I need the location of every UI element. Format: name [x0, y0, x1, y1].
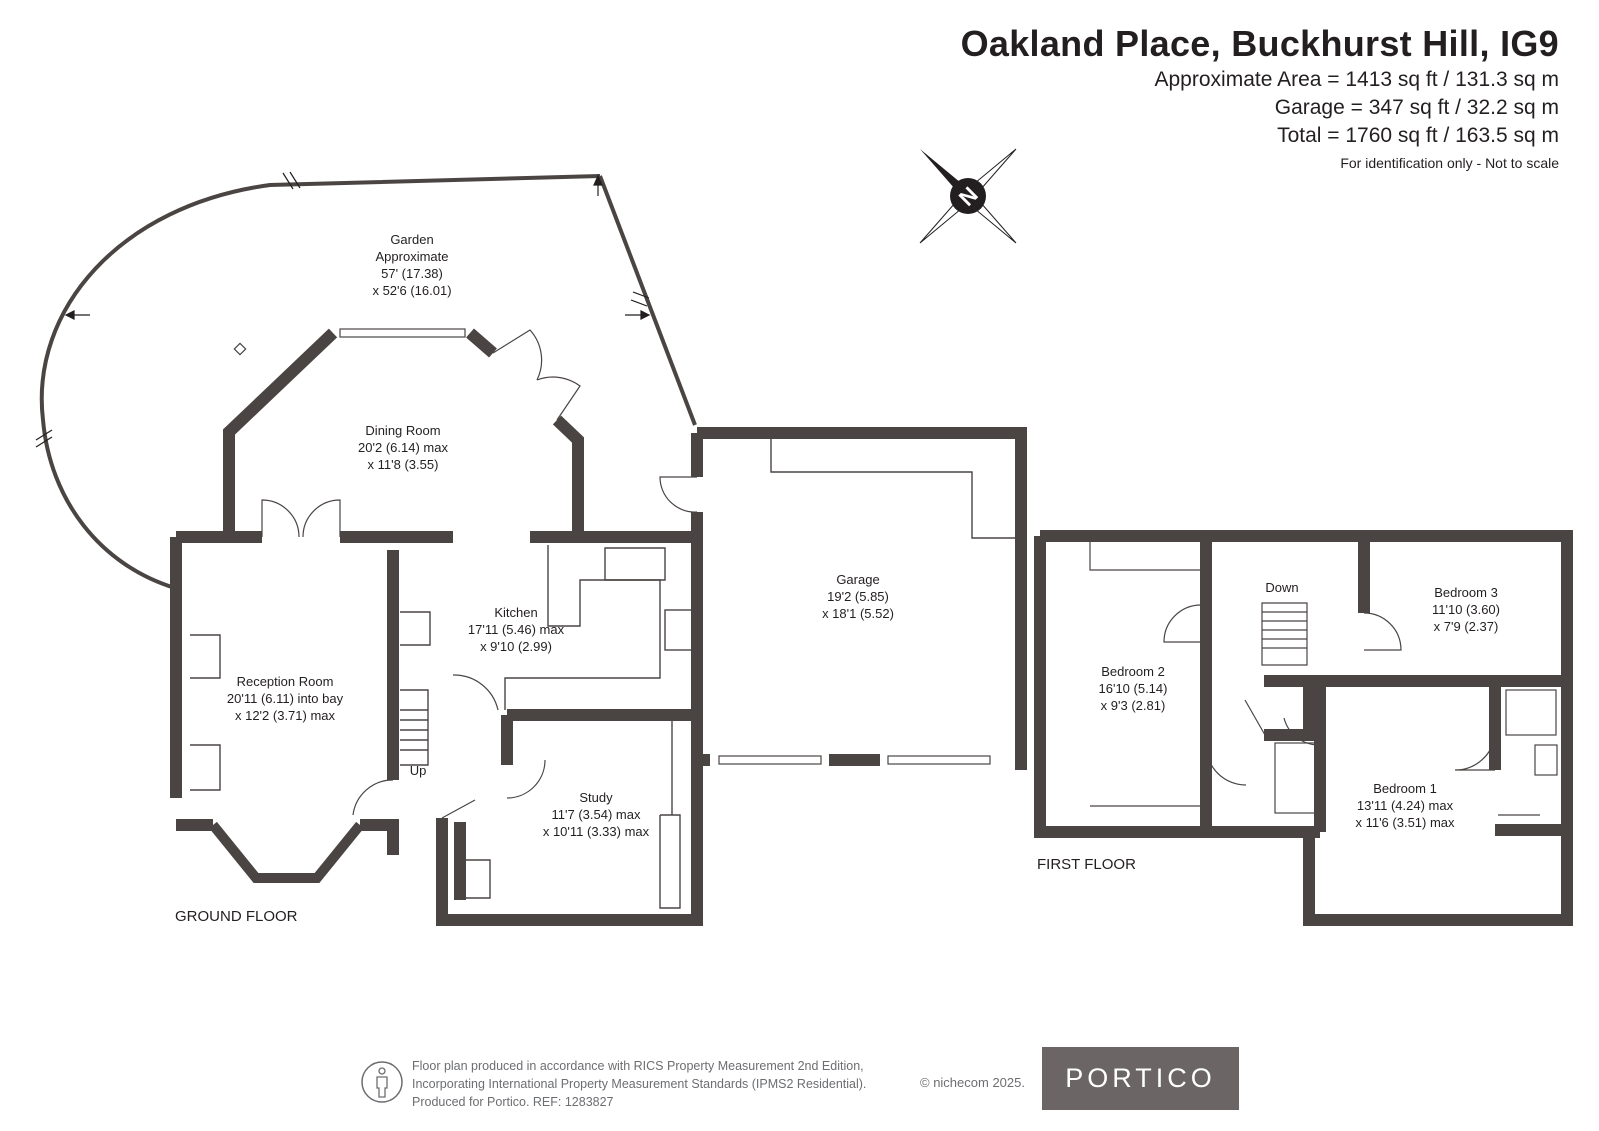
svg-text:x 9'3 (2.81): x 9'3 (2.81) [1101, 698, 1166, 713]
first-floor-walls [1034, 530, 1573, 926]
boundary-ticks [35, 171, 650, 448]
first-floor-label: FIRST FLOOR [1037, 856, 1136, 873]
windows [233, 328, 991, 925]
property-header: Oakland Place, Buckhurst Hill, IG9 Appro… [961, 22, 1559, 174]
svg-text:Approximate: Approximate [376, 249, 449, 264]
svg-text:17'11 (5.46) max: 17'11 (5.46) max [468, 622, 565, 637]
doors [261, 329, 698, 819]
svg-text:x 18'1 (5.52): x 18'1 (5.52) [822, 606, 894, 621]
footer-notes: Floor plan produced in accordance with R… [412, 1057, 866, 1111]
stairs-up-label: Up [410, 763, 427, 778]
room-bedroom3-label: Bedroom 3 11'10 (3.60) x 7'9 (2.37) [1432, 585, 1500, 634]
garage-area: Garage = 347 sq ft / 32.2 sq m [1274, 96, 1559, 119]
svg-text:x 12'2 (3.71) max: x 12'2 (3.71) max [235, 708, 336, 723]
footer-line: Produced for Portico. REF: 1283827 [412, 1095, 614, 1109]
footer-line: Incorporating International Property Mea… [412, 1077, 867, 1091]
room-bedroom2-label: Bedroom 2 16'10 (5.14) x 9'3 (2.81) [1099, 664, 1168, 713]
copyright: © nichecom 2025. [920, 1075, 1025, 1090]
ground-floor-fittings [190, 437, 1017, 909]
svg-text:Dining Room: Dining Room [365, 423, 440, 438]
svg-text:Bedroom 3: Bedroom 3 [1434, 585, 1498, 600]
compass-rose-icon: N [919, 148, 1017, 244]
first-floor-fittings [1089, 531, 1558, 925]
svg-text:Bedroom 1: Bedroom 1 [1373, 781, 1437, 796]
svg-text:Bedroom 2: Bedroom 2 [1101, 664, 1165, 679]
ground-floor-walls [170, 328, 1027, 926]
rics-person-icon [361, 1061, 403, 1103]
disclaimer: For identification only - Not to scale [1340, 155, 1559, 171]
svg-text:Kitchen: Kitchen [494, 605, 537, 620]
first-floor-doors [1163, 604, 1496, 786]
stairs-down-label: Down [1265, 580, 1298, 595]
svg-text:Garage: Garage [836, 572, 879, 587]
svg-text:Reception Room: Reception Room [237, 674, 334, 689]
svg-text:20'11 (6.11) into bay: 20'11 (6.11) into bay [227, 691, 344, 706]
svg-text:11'7 (3.54) max: 11'7 (3.54) max [552, 807, 641, 822]
room-reception-label: Reception Room 20'11 (6.11) into bay x 1… [227, 674, 344, 723]
svg-text:57' (17.38): 57' (17.38) [381, 266, 443, 281]
bay-window [209, 821, 364, 883]
footer-line: Floor plan produced in accordance with R… [412, 1059, 864, 1073]
svg-text:x 9'10 (2.99): x 9'10 (2.99) [480, 639, 552, 654]
garden-arrows [64, 174, 651, 320]
room-kitchen-label: Kitchen 17'11 (5.46) max x 9'10 (2.99) [468, 605, 565, 654]
svg-text:13'11 (4.24) max: 13'11 (4.24) max [1357, 798, 1454, 813]
portico-logo: PORTICO [1042, 1047, 1239, 1110]
svg-text:x 7'9 (2.37): x 7'9 (2.37) [1434, 619, 1499, 634]
total-area: Total = 1760 sq ft / 163.5 sq m [1277, 124, 1559, 147]
garden-boundary [39, 174, 697, 590]
svg-text:11'10 (3.60): 11'10 (3.60) [1432, 602, 1500, 617]
approximate-area: Approximate Area = 1413 sq ft / 131.3 sq… [1154, 68, 1560, 91]
property-title: Oakland Place, Buckhurst Hill, IG9 [960, 23, 1559, 64]
room-garage-label: Garage 19'2 (5.85) x 18'1 (5.52) [822, 572, 894, 621]
svg-text:16'10 (5.14): 16'10 (5.14) [1099, 681, 1168, 696]
svg-text:x 11'8 (3.55): x 11'8 (3.55) [368, 457, 439, 472]
ground-floor-label: GROUND FLOOR [175, 908, 298, 925]
room-dining-label: Dining Room 20'2 (6.14) max x 11'8 (3.55… [358, 423, 448, 472]
svg-text:x 10'11 (3.33) max: x 10'11 (3.33) max [543, 824, 650, 839]
svg-text:x 11'6 (3.51) max: x 11'6 (3.51) max [1355, 815, 1455, 830]
svg-text:20'2 (6.14) max: 20'2 (6.14) max [358, 440, 448, 455]
svg-text:x 52'6 (16.01): x 52'6 (16.01) [372, 283, 451, 298]
room-bedroom1-label: Bedroom 1 13'11 (4.24) max x 11'6 (3.51)… [1355, 781, 1455, 830]
room-garden-label: Garden Approximate 57' (17.38) x 52'6 (1… [372, 232, 451, 298]
svg-text:Garden: Garden [390, 232, 433, 247]
room-study-label: Study 11'7 (3.54) max x 10'11 (3.33) max [543, 790, 650, 839]
svg-text:Study: Study [579, 790, 613, 805]
svg-text:19'2 (5.85): 19'2 (5.85) [827, 589, 889, 604]
